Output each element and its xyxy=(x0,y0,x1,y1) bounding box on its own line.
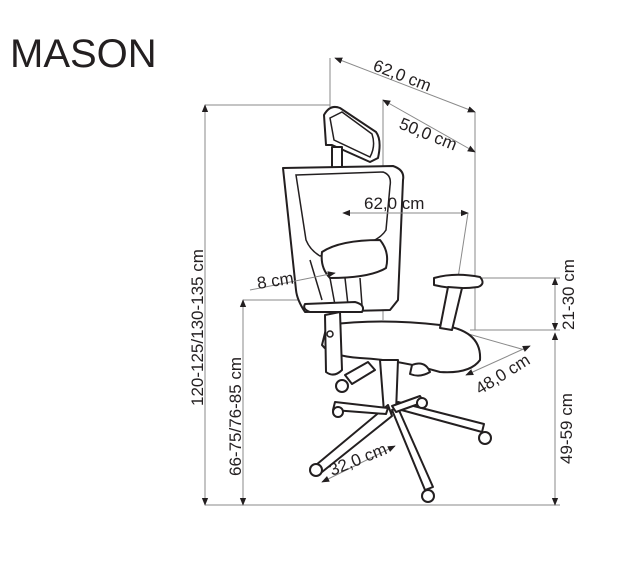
left-armrest xyxy=(303,301,365,313)
headrest xyxy=(323,105,381,163)
dimension-lines xyxy=(201,57,559,506)
dim-backrest-height: 66-75/76-85 cm xyxy=(226,357,245,476)
dim-overall-width: 62,0 cm xyxy=(364,194,424,213)
casters xyxy=(309,397,492,503)
dim-seat-height: 49-59 cm xyxy=(557,393,576,464)
dim-total-height: 120-125/130-135 cm xyxy=(188,249,207,406)
dim-lumbar-adjust: 8 cm xyxy=(256,268,295,293)
dim-armrest-height: 21-30 cm xyxy=(559,259,578,330)
dim-overall-depth: 62,0 cm xyxy=(371,56,434,95)
seat xyxy=(321,320,482,374)
dim-base-radius: 32,0 cm xyxy=(326,439,389,479)
dim-seat-depth: 48,0 cm xyxy=(472,350,533,398)
product-title: MASON xyxy=(10,32,157,76)
chair-illustration xyxy=(282,105,492,503)
lumbar-support xyxy=(320,239,389,279)
dim-backrest-depth: 50,0 cm xyxy=(397,114,460,154)
seat-support xyxy=(324,311,343,376)
backrest xyxy=(282,165,405,313)
right-armrest xyxy=(433,273,484,290)
